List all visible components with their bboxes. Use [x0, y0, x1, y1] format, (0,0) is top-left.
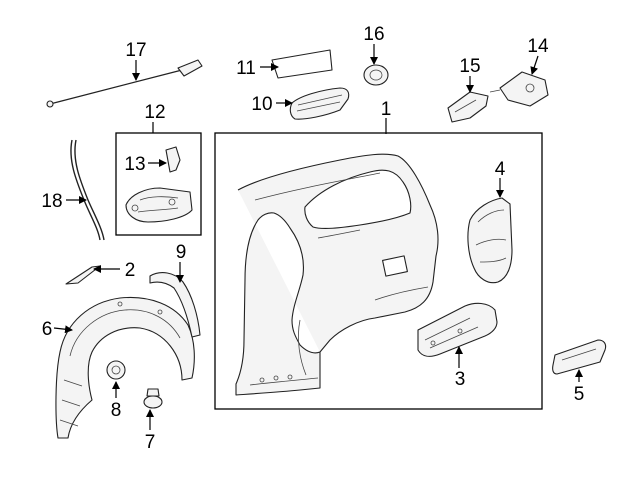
- callout-10: 10: [251, 94, 272, 115]
- quarter-panel-part: [235, 153, 439, 396]
- fastener-13-part: [165, 146, 181, 173]
- flap-part: [149, 272, 201, 338]
- callout-1: 1: [381, 99, 392, 120]
- cable-17-part: [46, 59, 203, 108]
- grommet-part: [106, 360, 126, 380]
- callout-7: 7: [145, 432, 156, 453]
- seal-strip-18-part: [70, 139, 105, 241]
- push-pin-part: [143, 388, 163, 409]
- callout-18: 18: [41, 191, 62, 212]
- wheel-liner-part: [55, 296, 195, 439]
- trim-piece-part: [552, 339, 607, 375]
- fuel-door-group-box: [115, 132, 202, 236]
- callout-13: 13: [124, 154, 145, 175]
- leader-14: [530, 55, 539, 75]
- callout-6: 6: [42, 319, 53, 340]
- callout-17: 17: [125, 40, 146, 61]
- callout-2: 2: [125, 260, 136, 281]
- callout-14: 14: [527, 36, 549, 57]
- cap-16-part: [363, 64, 389, 86]
- fuel-door-part: [289, 87, 350, 120]
- inner-bracket-part: [417, 302, 498, 357]
- callout-4: 4: [495, 159, 506, 180]
- quarter-panel-group-box: [214, 132, 543, 410]
- callout-15: 15: [459, 56, 480, 77]
- callout-16: 16: [363, 24, 384, 45]
- actuator-part: [489, 71, 549, 107]
- fuel-door-panel-part: [271, 49, 333, 79]
- leader-6: [53, 325, 73, 334]
- callout-9: 9: [176, 242, 187, 263]
- callout-11: 11: [236, 58, 256, 79]
- callout-8: 8: [111, 400, 122, 421]
- bracket-15-part: [447, 91, 489, 123]
- rear-extension-part: [467, 197, 513, 284]
- fuel-housing-part: [125, 187, 193, 223]
- callout-3: 3: [455, 369, 466, 390]
- callout-5: 5: [574, 384, 585, 405]
- callout-12: 12: [144, 102, 165, 123]
